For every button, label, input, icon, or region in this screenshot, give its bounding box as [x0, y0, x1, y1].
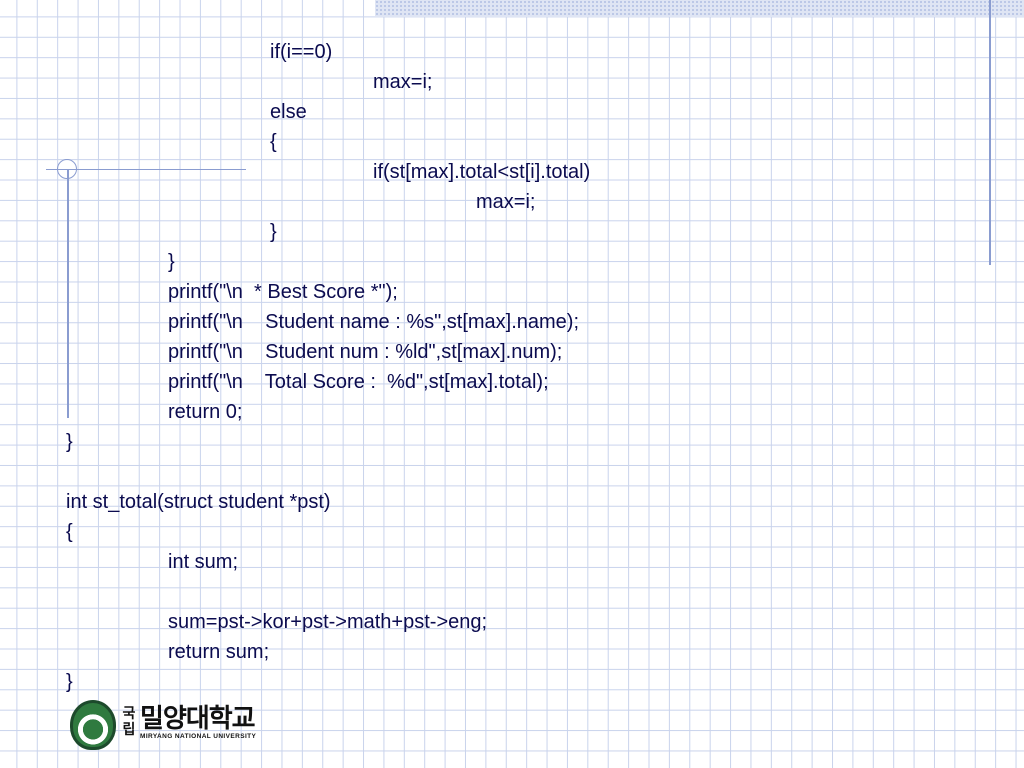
code-line: }: [66, 431, 73, 453]
code-line: }: [168, 251, 175, 273]
logo-korean-name: 밀양대학교: [140, 704, 256, 734]
code-line: }: [270, 221, 277, 243]
code-line: printf("\n Student name : %s",st[max].na…: [168, 311, 580, 333]
code-line: return 0;: [168, 401, 243, 423]
logo-korean-prefix: 국립: [122, 706, 136, 738]
university-logo: 국립 밀양대학교 MIRYANG NATIONAL UNIVERSITY: [70, 700, 300, 752]
decor-vertical-line-right: [989, 0, 991, 265]
code-line: printf("\n Student num : %ld",st[max].nu…: [168, 341, 563, 363]
code-line: else: [270, 101, 307, 123]
code-line: printf("\n Total Score : %d",st[max].tot…: [168, 371, 549, 393]
code-line: max=i;: [373, 71, 433, 93]
decor-horizontal-line: [46, 169, 246, 170]
university-emblem-icon: [70, 700, 116, 750]
code-line: int sum;: [168, 551, 239, 573]
code-line: }: [66, 671, 73, 693]
decor-circle: [57, 159, 77, 179]
code-line: return sum;: [168, 641, 270, 663]
code-line: {: [270, 131, 277, 153]
code-line: int st_total(struct student *pst): [66, 491, 331, 513]
code-line: printf("\n * Best Score *");: [168, 281, 398, 303]
code-line: if(st[max].total<st[i].total): [373, 161, 591, 183]
header-band: [375, 0, 1024, 17]
decor-vertical-line-left: [67, 170, 69, 418]
code-line: if(i==0): [270, 41, 333, 63]
code-line: sum=pst->kor+pst->math+pst->eng;: [168, 611, 488, 633]
logo-english-name: MIRYANG NATIONAL UNIVERSITY: [140, 733, 257, 740]
code-line: max=i;: [476, 191, 536, 213]
code-line: {: [66, 521, 73, 543]
